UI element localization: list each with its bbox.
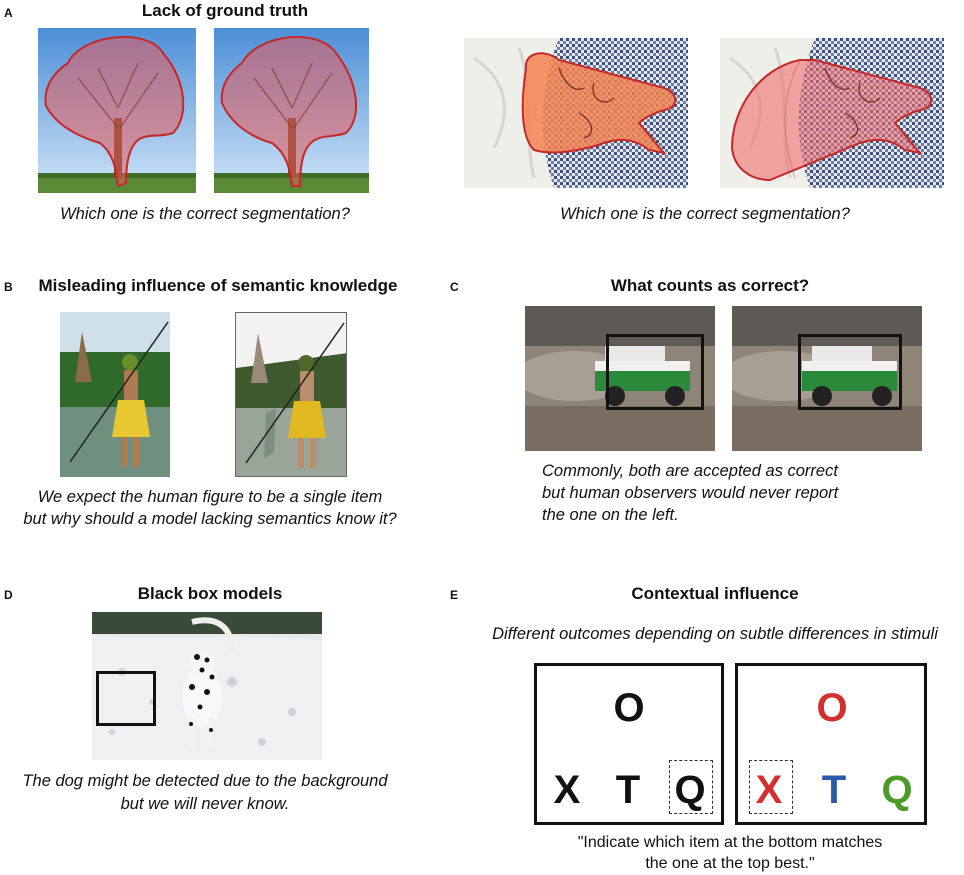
bounding-box-car-left: [606, 334, 704, 410]
stimulus-right-bottom-letter-1: X: [755, 768, 783, 812]
panel-c-caption-line3: the one on the left.: [542, 506, 679, 524]
panel-c-title: What counts as correct?: [610, 276, 810, 295]
stimulus-right-top-letter: O: [816, 686, 848, 730]
stimulus-box-right: O X T Q: [735, 663, 927, 825]
panel-e-quote-line1: "Indicate which item at the bottom match…: [577, 834, 883, 851]
bounding-box-background: [96, 671, 156, 726]
stimulus-right-bottom-letter-2: T: [821, 768, 847, 812]
stimulus-box-left: O X T Q: [534, 663, 724, 825]
panel-c-caption-line1: Commonly, both are accepted as correct: [542, 462, 838, 480]
tree-image-left: [38, 28, 196, 193]
tree-image-right: [214, 28, 369, 193]
selection-box-left: [669, 760, 713, 814]
panel-b-caption-line2: but why should a model lacking semantics…: [23, 510, 397, 528]
banana-image-right: [720, 38, 944, 188]
panel-e-letter: E: [450, 588, 459, 602]
panel-a-caption-right: Which one is the correct segmentation?: [560, 205, 850, 223]
panel-e-quote-line2: the one at the top best.": [645, 855, 815, 872]
selection-box-right: [749, 760, 793, 814]
panel-d-caption-line1: The dog might be detected due to the bac…: [22, 772, 388, 790]
person-segmentation: [235, 312, 347, 477]
panel-d-caption-line2: but we will never know.: [120, 795, 290, 813]
panel-b-letter: B: [4, 280, 13, 294]
stimulus-right-bottom-letter-3: Q: [881, 768, 913, 812]
stimulus-left-bottom-letter-2: T: [615, 768, 641, 812]
panel-e-title: Contextual influence: [631, 584, 799, 603]
panel-a-caption-left: Which one is the correct segmentation?: [60, 205, 350, 223]
panel-c-letter: C: [450, 280, 459, 294]
panel-a-title: Lack of ground truth: [141, 1, 309, 20]
stimulus-left-top-letter: O: [613, 686, 645, 730]
panel-b-caption-line1: We expect the human figure to be a singl…: [37, 488, 383, 506]
stimulus-left-bottom-letter-1: X: [553, 768, 581, 812]
panel-c-caption-line2: but human observers would never report: [542, 484, 839, 502]
panel-d-title: Black box models: [137, 584, 283, 603]
car-image-right: [732, 306, 922, 451]
stimulus-left-bottom-letter-3: Q: [674, 768, 706, 812]
dog-image: [92, 612, 322, 760]
panel-e-subtitle: Different outcomes depending on subtle d…: [492, 625, 938, 643]
panel-d-letter: D: [4, 588, 13, 602]
bounding-box-car-right: [798, 334, 902, 410]
person-photo: [60, 312, 170, 477]
panel-b-title: Misleading influence of semantic knowled…: [38, 276, 398, 295]
banana-image-left: [464, 38, 688, 188]
panel-a-letter: A: [4, 6, 13, 20]
